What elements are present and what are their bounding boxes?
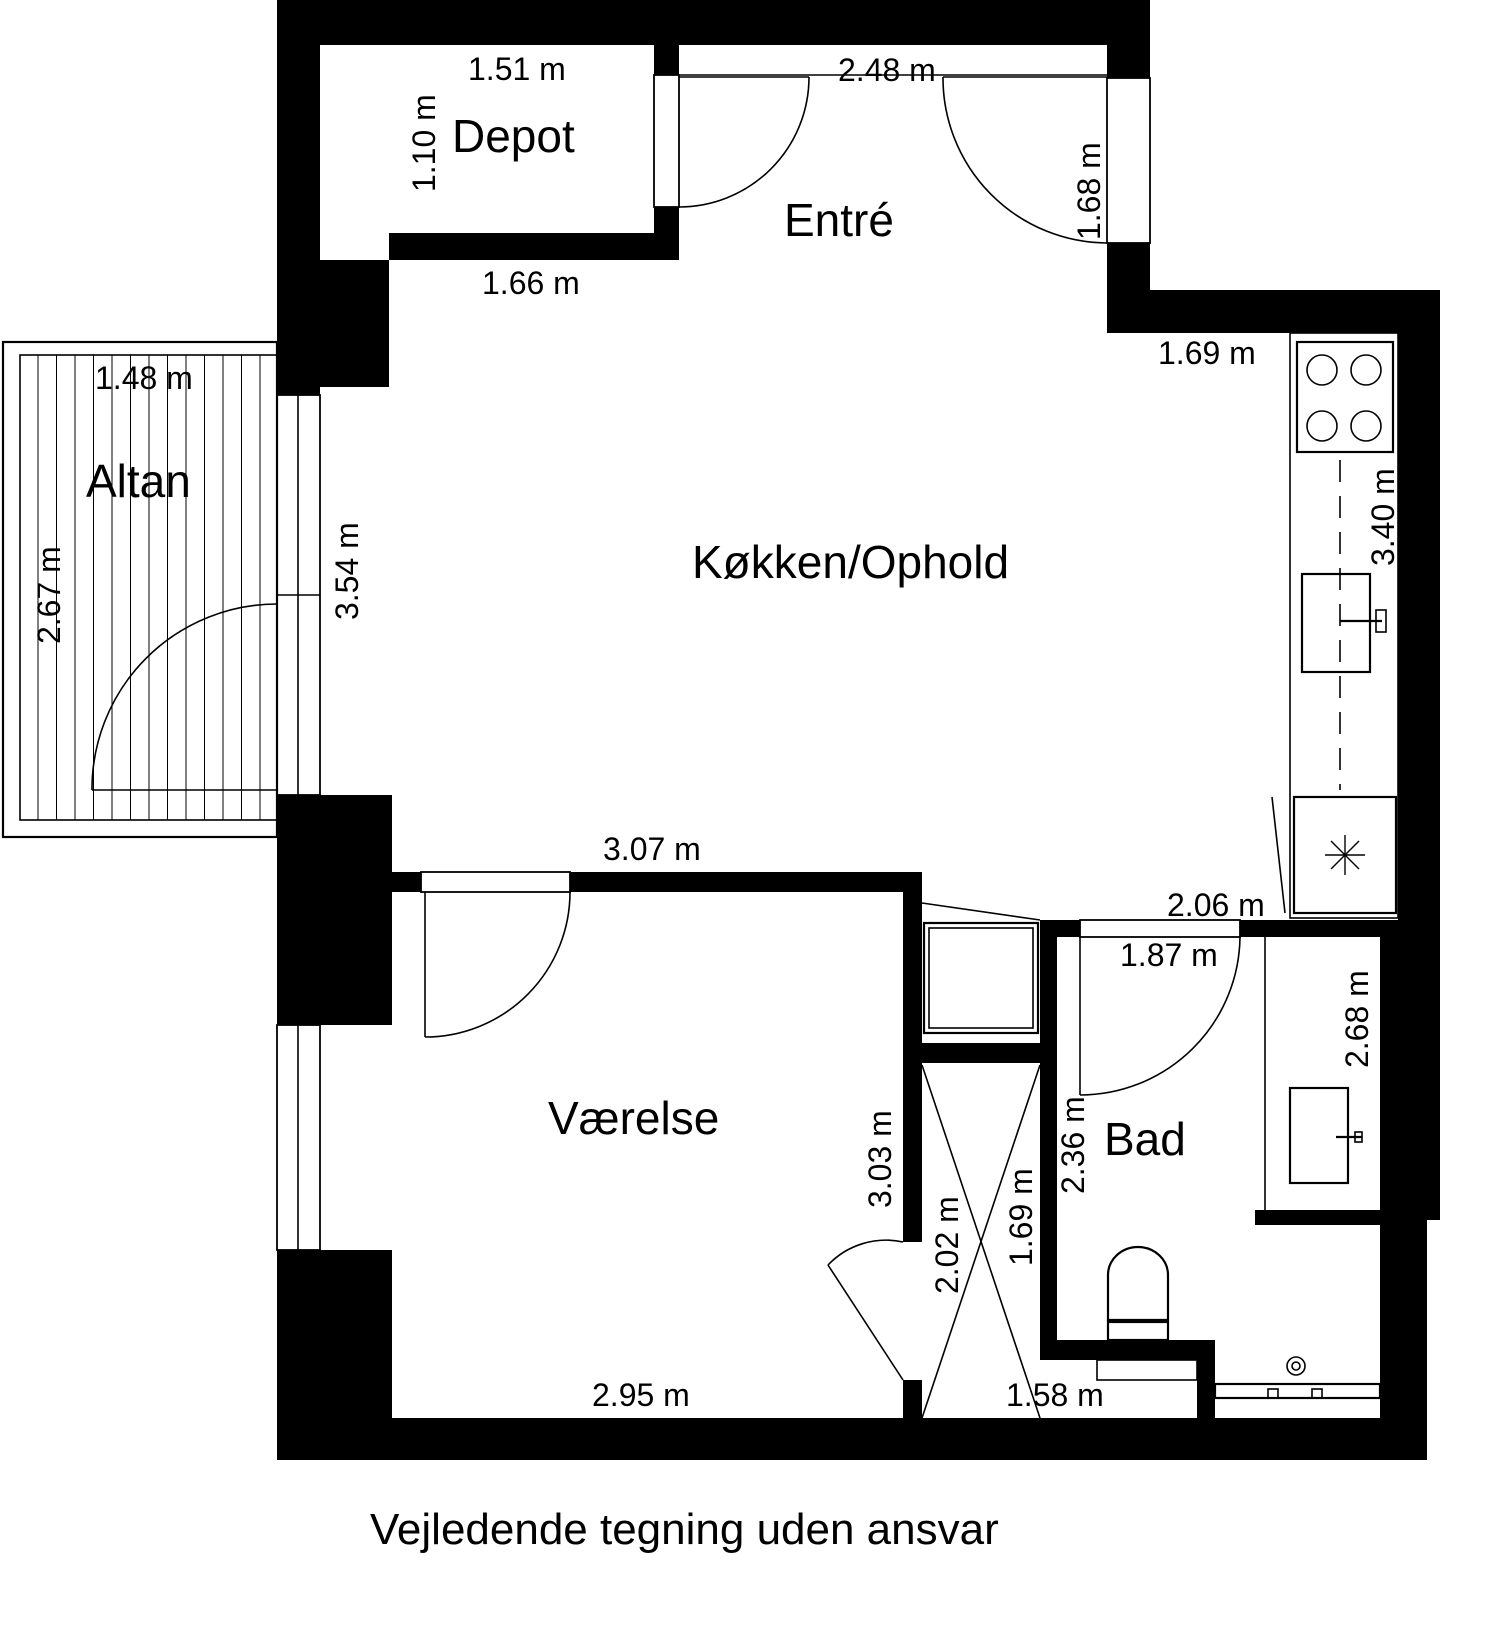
dim-vaerelse-top: 3.07 m bbox=[603, 831, 701, 867]
room-label-vaerelse: Værelse bbox=[548, 1092, 719, 1144]
dim-bad-inner: 1.87 m bbox=[1120, 937, 1218, 973]
dim-entre-height: 1.68 m bbox=[1071, 142, 1107, 240]
room-label-entre: Entré bbox=[784, 194, 894, 246]
dim-kitchen-counter: 3.40 m bbox=[1365, 468, 1401, 566]
dim-hall-height: 2.02 m bbox=[929, 1196, 965, 1294]
disclaimer-caption: Vejledende tegning uden ansvar bbox=[370, 1505, 999, 1554]
doors bbox=[91, 76, 1241, 1381]
balcony bbox=[1, 340, 279, 839]
dim-bad-right: 2.68 m bbox=[1339, 970, 1375, 1068]
dim-hall-diagonal: 1.69 m bbox=[1003, 1168, 1039, 1266]
room-label-depot: Depot bbox=[452, 110, 575, 162]
closet-fixtures bbox=[921, 902, 1041, 1419]
dim-depot-width: 1.51 m bbox=[468, 51, 566, 87]
dim-hall-bottom: 1.58 m bbox=[1006, 1377, 1104, 1413]
room-label-kokken: Køkken/Ophold bbox=[692, 536, 1009, 588]
room-label-bad: Bad bbox=[1104, 1113, 1186, 1165]
room-labels: Depot Entré Køkken/Ophold Altan Værelse … bbox=[86, 110, 1186, 1165]
kitchen-fixtures bbox=[1271, 332, 1399, 919]
walls bbox=[277, 0, 1440, 1460]
windows bbox=[276, 74, 1151, 1251]
dim-bad-left: 2.36 m bbox=[1055, 1096, 1091, 1194]
dim-depot-height: 1.10 m bbox=[406, 94, 442, 192]
dim-depot-bottom: 1.66 m bbox=[482, 265, 580, 301]
dim-kitchen-top: 1.69 m bbox=[1158, 335, 1256, 371]
dim-altan-width: 1.48 m bbox=[95, 360, 193, 396]
dim-vaerelse-height: 3.03 m bbox=[862, 1110, 898, 1208]
dim-bad-top: 2.06 m bbox=[1167, 887, 1265, 923]
room-label-altan: Altan bbox=[86, 455, 191, 507]
dim-entre-width: 2.48 m bbox=[838, 52, 936, 88]
dim-vaerelse-bottom: 2.95 m bbox=[592, 1377, 690, 1413]
dim-living-height: 3.54 m bbox=[329, 522, 365, 620]
dim-altan-height: 2.67 m bbox=[31, 546, 67, 644]
bath-fixtures bbox=[1096, 937, 1382, 1400]
dimension-labels: 1.51 m 1.10 m 1.66 m 2.48 m 1.68 m 1.69 … bbox=[31, 51, 1401, 1413]
